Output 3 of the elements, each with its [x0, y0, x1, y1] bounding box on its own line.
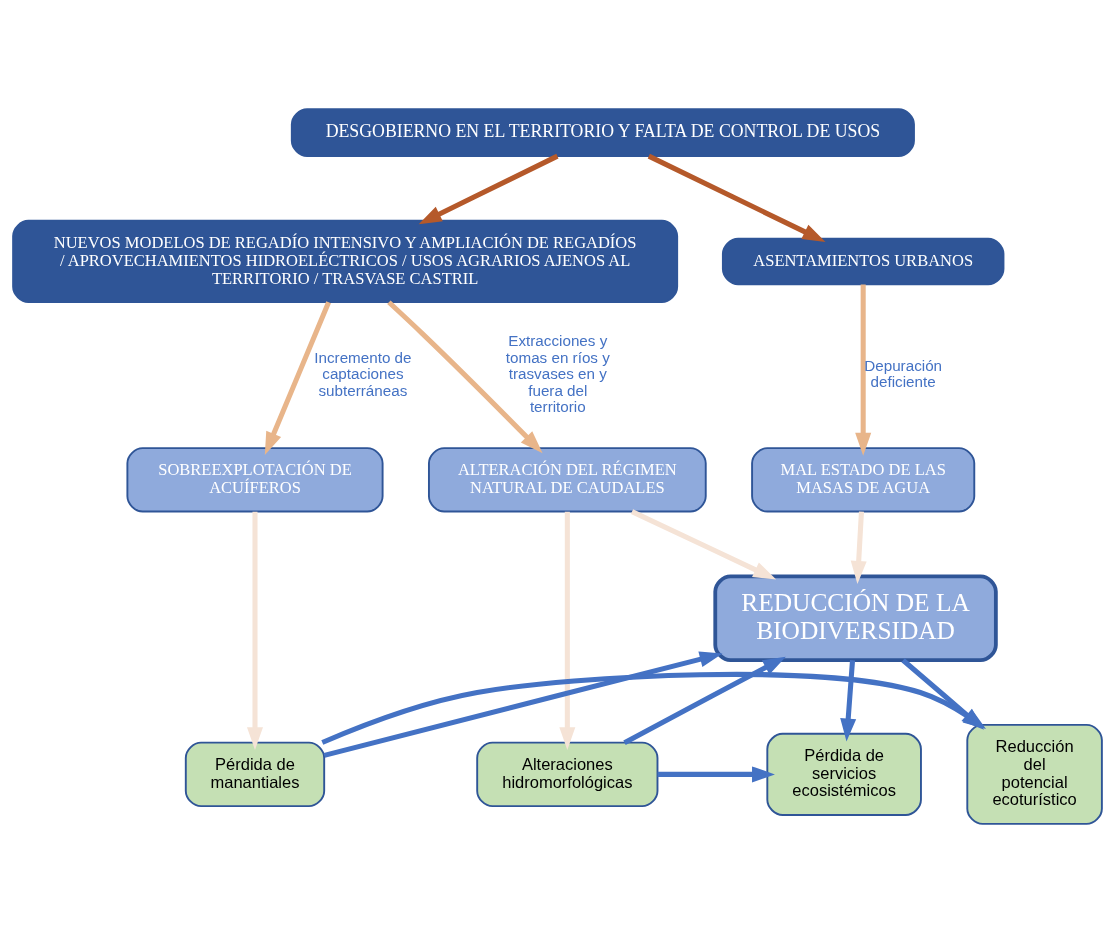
edge-label: Depuración deficiente	[864, 356, 943, 391]
edge-label: Incremento de captaciones subterráneas	[314, 348, 412, 399]
edge-label: Extracciones y tomas en ríos y trasvases en y fuera del territorio	[505, 332, 610, 416]
